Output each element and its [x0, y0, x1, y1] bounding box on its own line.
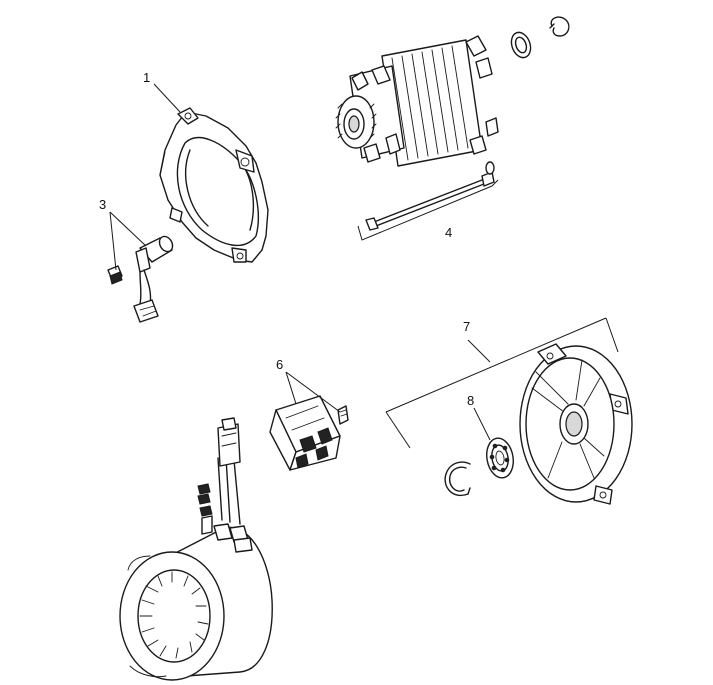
rotor-icon	[335, 35, 499, 167]
leader-lines	[109, 83, 619, 449]
front-bracket-icon	[159, 107, 269, 263]
sensor-connector-icon	[107, 235, 174, 323]
tie-rod-icon	[365, 161, 495, 231]
callout-8: 8	[467, 393, 474, 408]
stator-lead-connector-icon	[197, 417, 253, 553]
callout-4: 4	[445, 225, 452, 240]
callout-3: 3	[99, 197, 106, 212]
snap-ring-icon	[549, 16, 570, 37]
washer-icon	[510, 31, 532, 59]
callout-6: 6	[276, 357, 283, 372]
regulator-icon	[269, 395, 349, 471]
circlip-icon	[444, 461, 471, 497]
callout-7: 7	[463, 319, 470, 334]
stator-icon	[119, 526, 273, 681]
bearing-icon	[486, 437, 514, 479]
callout-1: 1	[143, 70, 150, 85]
rear-bracket-icon	[519, 343, 633, 505]
